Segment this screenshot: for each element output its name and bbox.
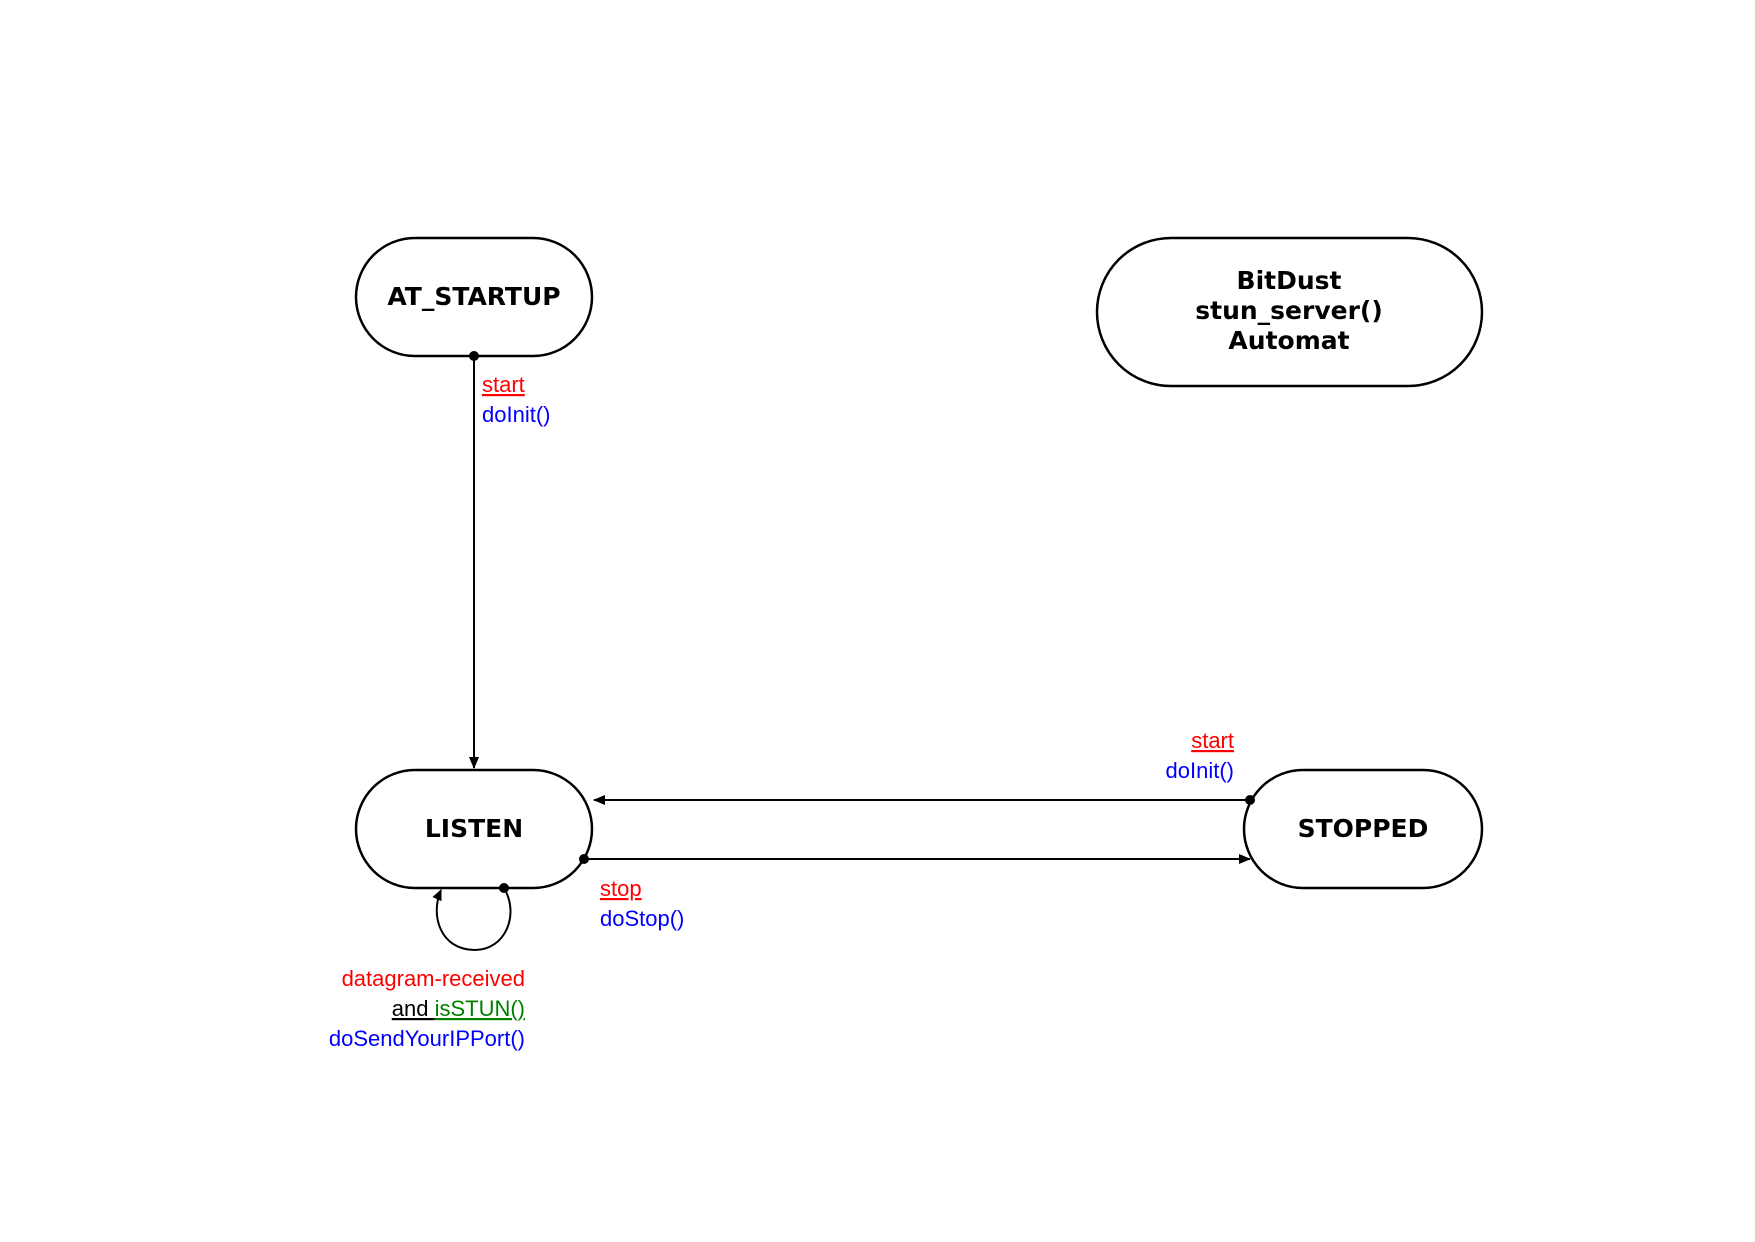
diagram-title-line-3: Automat: [1228, 326, 1349, 355]
diagram-title-line-1: BitDust: [1237, 266, 1342, 295]
transition-event-label: stop: [600, 876, 642, 901]
state-listen: LISTEN: [354, 768, 594, 890]
transition-event-label: datagram-received: [342, 966, 525, 991]
transition-listen-self-loop: datagram-received and isSTUN() doSendYou…: [329, 883, 525, 1051]
state-stopped-label: STOPPED: [1298, 814, 1429, 843]
transition-arrow: [432, 887, 512, 952]
transition-action-label: doSendYourIPPort(): [329, 1026, 525, 1051]
transition-startup-to-listen: start doInit(): [469, 351, 550, 769]
state-stopped: STOPPED: [1242, 768, 1484, 890]
transition-event-label: start: [1191, 728, 1234, 753]
transition-event-label: start: [482, 372, 525, 397]
state-at-startup: AT_STARTUP: [354, 236, 594, 358]
transition-stopped-to-listen: start doInit(): [593, 728, 1255, 805]
state-listen-label: LISTEN: [425, 814, 523, 843]
transition-action-label: doInit(): [1166, 758, 1234, 783]
transition-condition-label: isSTUN(): [435, 996, 525, 1021]
diagram-title-box: BitDust stun_server() Automat: [1095, 236, 1484, 388]
transition-action-label: doStop(): [600, 906, 684, 931]
transition-conjunction: and: [392, 996, 429, 1021]
state-at-startup-label: AT_STARTUP: [387, 282, 560, 311]
transition-condition-line: and isSTUN(): [392, 996, 525, 1021]
transition-action-label: doInit(): [482, 402, 550, 427]
transition-listen-to-stopped: stop doStop(): [579, 854, 1251, 931]
diagram-title-line-2: stun_server(): [1195, 296, 1383, 325]
